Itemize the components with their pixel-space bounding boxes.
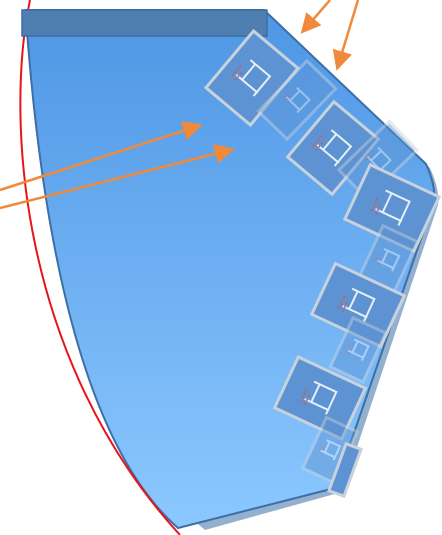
arrows-group [0, 0, 360, 210]
panel-icon [342, 162, 442, 254]
panel-icon [256, 58, 338, 142]
arrow-icon [0, 121, 203, 192]
panel-icon [272, 354, 368, 442]
bracket-icon [304, 380, 338, 415]
top-bar [21, 9, 268, 37]
marker-lines [374, 253, 382, 266]
bracket-icon [320, 439, 342, 461]
panel-icon [203, 28, 301, 128]
marker-lines [370, 198, 381, 217]
panel-icon [285, 99, 381, 197]
bracket-icon [285, 86, 311, 114]
marker-lines [231, 64, 243, 82]
red-boundary-curve [19, 0, 181, 535]
marker-lines [312, 134, 324, 152]
bracket-icon [235, 59, 272, 97]
bracket-icon [316, 129, 353, 167]
bracket-icon [347, 338, 370, 361]
arrow-icon [300, 0, 331, 34]
bracket-icon [375, 189, 411, 226]
bracket-icon [377, 247, 401, 272]
marker-lines [363, 150, 372, 162]
arrow-icon [0, 143, 235, 210]
marker-lines [344, 343, 352, 356]
panel-icon [327, 441, 363, 499]
arrow-icon [332, 0, 360, 71]
marker-lines [300, 388, 310, 406]
panels-group [203, 28, 442, 499]
marker-lines [282, 90, 291, 102]
panel-icon [309, 261, 407, 349]
marker-lines [317, 444, 324, 455]
bracket-icon [342, 287, 376, 322]
marker-lines [338, 295, 348, 313]
panel-icon [328, 315, 388, 385]
